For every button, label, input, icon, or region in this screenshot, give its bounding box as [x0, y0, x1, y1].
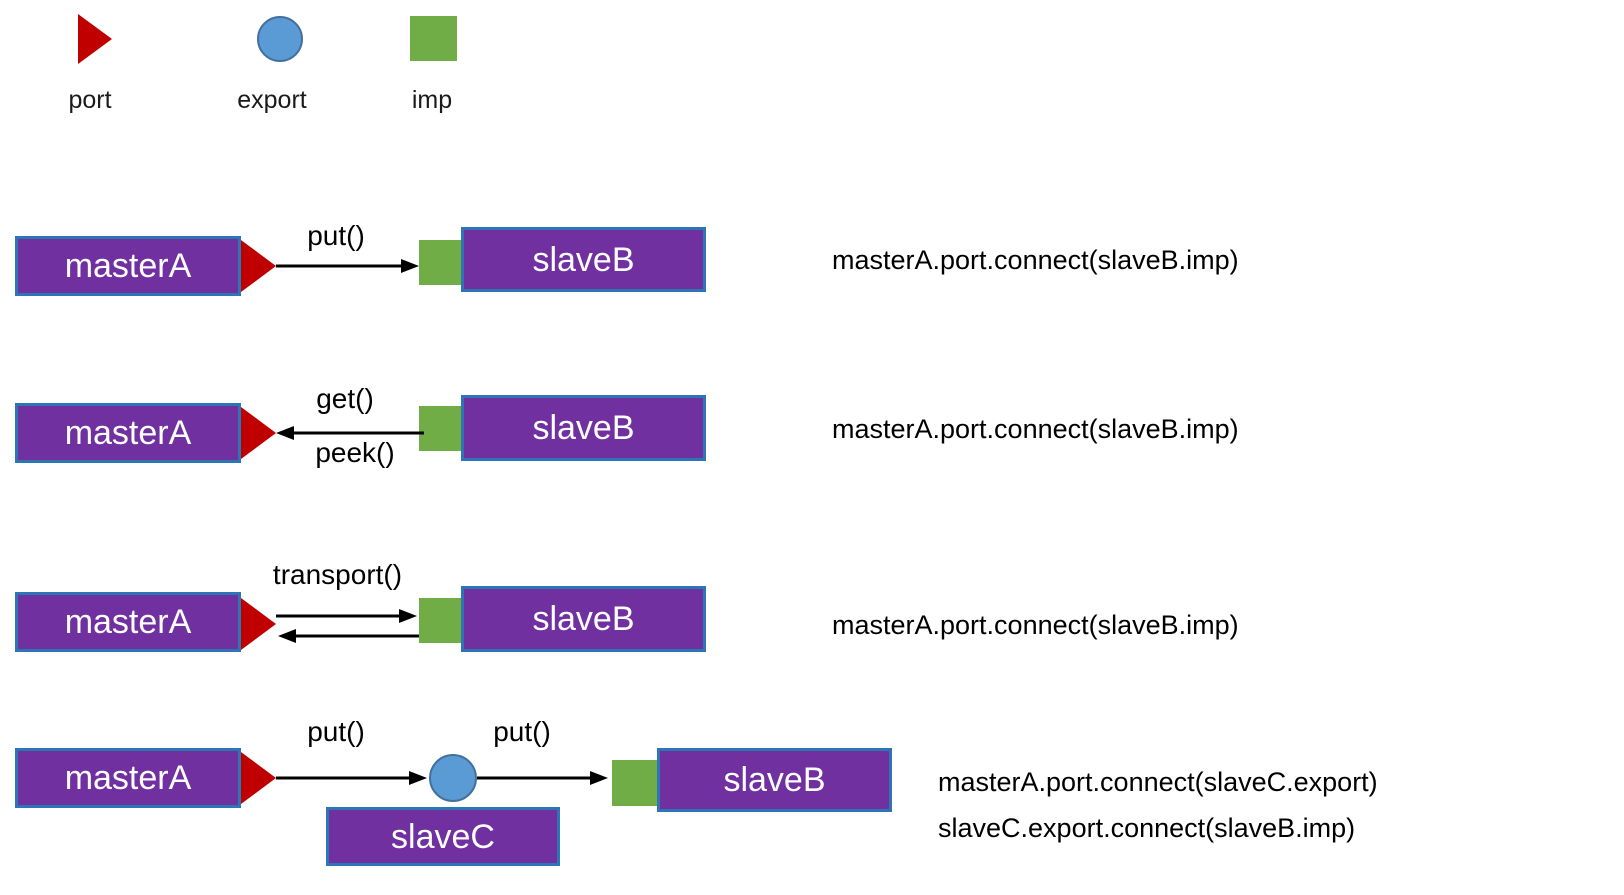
row4-imp-icon — [612, 760, 658, 806]
row2-code-line: masterA.port.connect(slaveB.imp) — [832, 414, 1239, 444]
row1-port-icon — [241, 240, 276, 292]
row4-slaveb-label: slaveB — [723, 761, 826, 799]
row4-code-line-2: slaveC.export.connect(slaveB.imp) — [938, 813, 1356, 843]
row1-code-line: masterA.port.connect(slaveB.imp) — [832, 245, 1239, 275]
row2-mastera-box: masterA — [15, 403, 241, 463]
row3-transport-response-arrowhead-icon — [278, 629, 296, 643]
legend-port-icon — [78, 14, 112, 64]
row3-code-line: masterA.port.connect(slaveB.imp) — [832, 610, 1239, 640]
row2-slaveb-box: slaveB — [461, 395, 706, 461]
legend-export-icon — [257, 16, 303, 62]
row2-imp-icon — [419, 406, 464, 451]
row1-slaveb-box: slaveB — [461, 227, 706, 292]
row4-put-arrow1-head-icon — [409, 771, 427, 785]
row4-slavec-box: slaveC — [326, 807, 560, 866]
row2-port-icon — [241, 407, 276, 459]
row4-mastera-label: masterA — [64, 759, 192, 797]
row4-mastera-box: masterA — [15, 748, 241, 808]
row1-mastera-box: masterA — [15, 236, 241, 296]
row4-slaveb-box: slaveB — [657, 748, 892, 812]
row4-port-icon — [241, 752, 276, 804]
row1-slaveb-label: slaveB — [532, 240, 635, 279]
row3-transport-request-arrowhead-icon — [399, 609, 417, 623]
row2-get-arrowhead-icon — [276, 426, 294, 440]
row2-get-label: get() — [316, 383, 374, 414]
row2-slaveb-label: slaveB — [532, 409, 635, 447]
row3-mastera-box: masterA — [15, 592, 241, 652]
row2-peek-label: peek() — [315, 437, 395, 468]
row3-imp-icon — [419, 598, 464, 643]
row3-port-icon — [241, 598, 276, 650]
row3-slaveb-label: slaveB — [532, 600, 635, 638]
row1-put-arrowhead-icon — [401, 259, 419, 273]
legend-imp-label: imp — [411, 86, 453, 114]
row4-put-arrow2-head-icon — [590, 771, 608, 785]
row4-put-right-label: put() — [493, 716, 551, 747]
row3-transport-label: transport() — [272, 559, 403, 590]
row4-slavec-label: slaveC — [391, 817, 495, 856]
row1-imp-icon — [419, 240, 464, 285]
legend-port-label: port — [68, 86, 112, 114]
row1-mastera-label: masterA — [64, 247, 192, 285]
row1-put-label: put() — [307, 220, 365, 251]
legend-imp-icon — [410, 16, 457, 61]
row3-slaveb-box: slaveB — [461, 586, 706, 652]
row2-mastera-label: masterA — [64, 414, 192, 452]
legend-export-label: export — [237, 86, 307, 114]
row3-mastera-label: masterA — [64, 603, 192, 641]
row4-export-icon — [429, 754, 477, 802]
row4-code-line-1: masterA.port.connect(slaveC.export) — [938, 767, 1378, 797]
row4-put-left-label: put() — [307, 716, 365, 747]
